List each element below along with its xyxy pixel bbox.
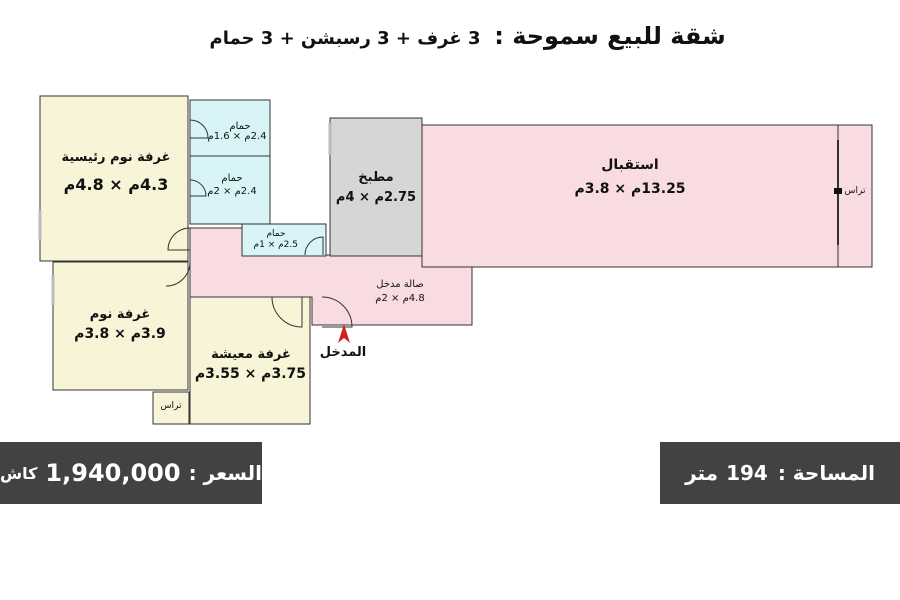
terrace-left (152, 391, 190, 425)
area-box: المساحة : 194 متر (660, 442, 900, 504)
price-label: السعر : (188, 461, 262, 485)
kitchen (329, 117, 423, 257)
price-box: السعر : 1,940,000 كاش (0, 442, 262, 504)
area-label: المساحة : (777, 461, 875, 485)
bath-3-name: حمام (266, 229, 286, 239)
price-unit: كاش (0, 463, 38, 483)
master-bedroom-name: غرفة نوم رئيسية (61, 150, 171, 165)
kitchen-name: مطبخ (358, 170, 394, 185)
bath-3-dims: 2.5م × 1م (253, 240, 298, 250)
living-room-name: غرفة معيشة (211, 347, 291, 362)
bath-1-dims: 2.4م × 1.6م (207, 131, 267, 142)
terrace-right-label: تراس (844, 186, 866, 196)
price-value: 1,940,000 (45, 459, 181, 487)
living-room (189, 296, 311, 425)
page-subtitle: 3 غرف + 3 رسبشن + 3 حمام (209, 28, 481, 49)
entrance-label: المدخل (319, 345, 367, 360)
area-value: 194 (726, 461, 768, 485)
bedroom-name: غرفة نوم (89, 307, 151, 322)
entry-hall-name: صالة مدخل (376, 279, 424, 290)
reception-room (421, 124, 839, 268)
bath-3 (241, 223, 327, 257)
page-title: شقة للبيع سموحة : (494, 22, 726, 50)
bath-2 (189, 155, 271, 225)
area-unit: متر (685, 461, 719, 485)
reception-name: استقبال (601, 157, 659, 173)
kitchen-dims: 2.75م × 4م (335, 190, 417, 205)
master-bedroom-dims: 4.3م × 4.8م (63, 175, 169, 194)
bath-1 (189, 99, 271, 157)
terrace-left-label: تراس (160, 401, 182, 411)
bath-2-name: حمام (221, 173, 243, 184)
living-room-dims: 3.75م × 3.55م (194, 366, 306, 382)
terrace-right (837, 124, 873, 268)
entry-hall-dims: 4.8م × 2م (375, 293, 425, 304)
bath-1-name: حمام (229, 121, 251, 132)
reception-dims: 13.25م × 3.8م (574, 181, 686, 197)
bath-2-dims: 2.4م × 2م (207, 186, 257, 197)
bedroom-dims: 3.9م × 3.8م (74, 326, 166, 342)
entrance-arrow (338, 324, 350, 343)
master-bedroom (39, 95, 189, 262)
bedroom (52, 261, 189, 391)
